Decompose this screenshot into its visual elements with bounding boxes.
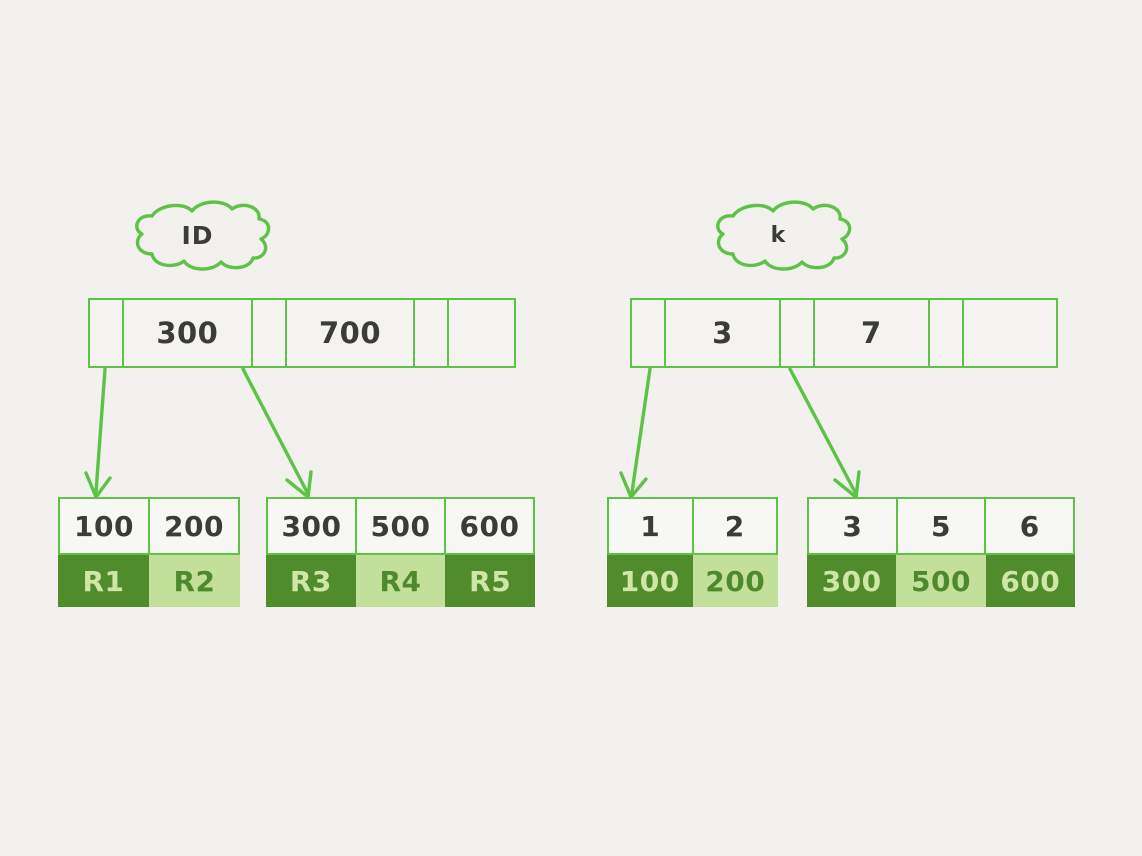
cloud-label-id: ID bbox=[181, 220, 214, 250]
leaf-node-k-2[interactable]: 3 5 6 300 500 600 bbox=[807, 497, 1075, 607]
arrow-id-root-to-leaf1 bbox=[94, 367, 107, 494]
leaf-node-id-2[interactable]: 300 500 600 R3 R4 R5 bbox=[266, 497, 536, 607]
root-node-id[interactable]: 300 700 bbox=[88, 298, 516, 368]
root-k-pointer-0[interactable] bbox=[632, 300, 666, 366]
leaf-k-2-key-0[interactable]: 3 bbox=[809, 499, 898, 553]
leaf-k-2-value-0[interactable]: 300 bbox=[807, 555, 897, 607]
arrow-id-root-to-leaf2 bbox=[241, 367, 309, 494]
leaf-k-1-key-row: 1 2 bbox=[607, 497, 778, 555]
leaf-node-id-1[interactable]: 100 200 R1 R2 bbox=[58, 497, 240, 607]
leaf-k-2-value-row: 300 500 600 bbox=[807, 555, 1075, 607]
leaf-id-1-value-0[interactable]: R1 bbox=[58, 555, 149, 607]
leaf-k-1-key-1[interactable]: 2 bbox=[724, 509, 745, 543]
root-id-key-empty[interactable] bbox=[449, 300, 514, 366]
leaf-k-2-value-2[interactable]: 600 bbox=[985, 555, 1075, 607]
leaf-k-2-key-1[interactable]: 5 bbox=[898, 499, 987, 553]
root-node-k[interactable]: 3 7 bbox=[630, 298, 1058, 368]
leaf-k-1-value-1[interactable]: 200 bbox=[692, 555, 778, 607]
leaf-id-2-key-row: 300 500 600 bbox=[266, 497, 535, 555]
root-k-key-empty[interactable] bbox=[964, 300, 1056, 366]
leaf-id-2-value-2[interactable]: R5 bbox=[445, 555, 536, 607]
leaf-k-2-key-row: 3 5 6 bbox=[807, 497, 1075, 555]
leaf-id-2-key-0[interactable]: 300 bbox=[268, 499, 357, 553]
leaf-id-1-value-row: R1 R2 bbox=[58, 555, 240, 607]
leaf-k-2-key-2[interactable]: 6 bbox=[1019, 509, 1040, 543]
root-id-pointer-0[interactable] bbox=[90, 300, 124, 366]
leaf-id-1-key-1[interactable]: 200 bbox=[164, 509, 224, 543]
root-id-key-700[interactable]: 700 bbox=[287, 300, 416, 366]
root-k-pointer-2[interactable] bbox=[930, 300, 964, 366]
leaf-id-2-value-0[interactable]: R3 bbox=[266, 555, 356, 607]
arrow-k-root-to-leaf2-head bbox=[833, 470, 861, 499]
arrow-id-root-to-leaf1-head bbox=[84, 471, 112, 499]
leaf-node-k-1[interactable]: 1 2 100 200 bbox=[607, 497, 778, 607]
root-k-key-7[interactable]: 7 bbox=[815, 300, 930, 366]
leaf-id-2-value-1[interactable]: R4 bbox=[355, 555, 446, 607]
root-k-pointer-1[interactable] bbox=[781, 300, 815, 366]
arrow-k-root-to-leaf1 bbox=[630, 367, 652, 494]
leaf-k-2-value-1[interactable]: 500 bbox=[896, 555, 986, 607]
arrow-id-root-to-leaf2-head bbox=[285, 470, 313, 499]
leaf-id-2-key-1[interactable]: 500 bbox=[357, 499, 446, 553]
leaf-id-2-value-row: R3 R4 R5 bbox=[266, 555, 536, 607]
leaf-k-1-value-0[interactable]: 100 bbox=[607, 555, 693, 607]
leaf-id-1-key-row: 100 200 bbox=[58, 497, 240, 555]
leaf-id-1-key-0[interactable]: 100 bbox=[60, 499, 150, 553]
leaf-id-2-key-2[interactable]: 600 bbox=[459, 509, 520, 543]
arrow-k-root-to-leaf2 bbox=[788, 367, 857, 494]
leaf-id-1-value-1[interactable]: R2 bbox=[149, 555, 240, 607]
root-id-pointer-1[interactable] bbox=[253, 300, 287, 366]
root-k-key-3[interactable]: 3 bbox=[666, 300, 781, 366]
root-id-pointer-2[interactable] bbox=[415, 300, 450, 366]
leaf-k-1-key-0[interactable]: 1 bbox=[609, 499, 694, 553]
arrow-k-root-to-leaf1-head bbox=[619, 471, 648, 499]
root-id-key-300[interactable]: 300 bbox=[124, 300, 253, 366]
leaf-k-1-value-row: 100 200 bbox=[607, 555, 778, 607]
cloud-label-k: k bbox=[770, 222, 787, 248]
